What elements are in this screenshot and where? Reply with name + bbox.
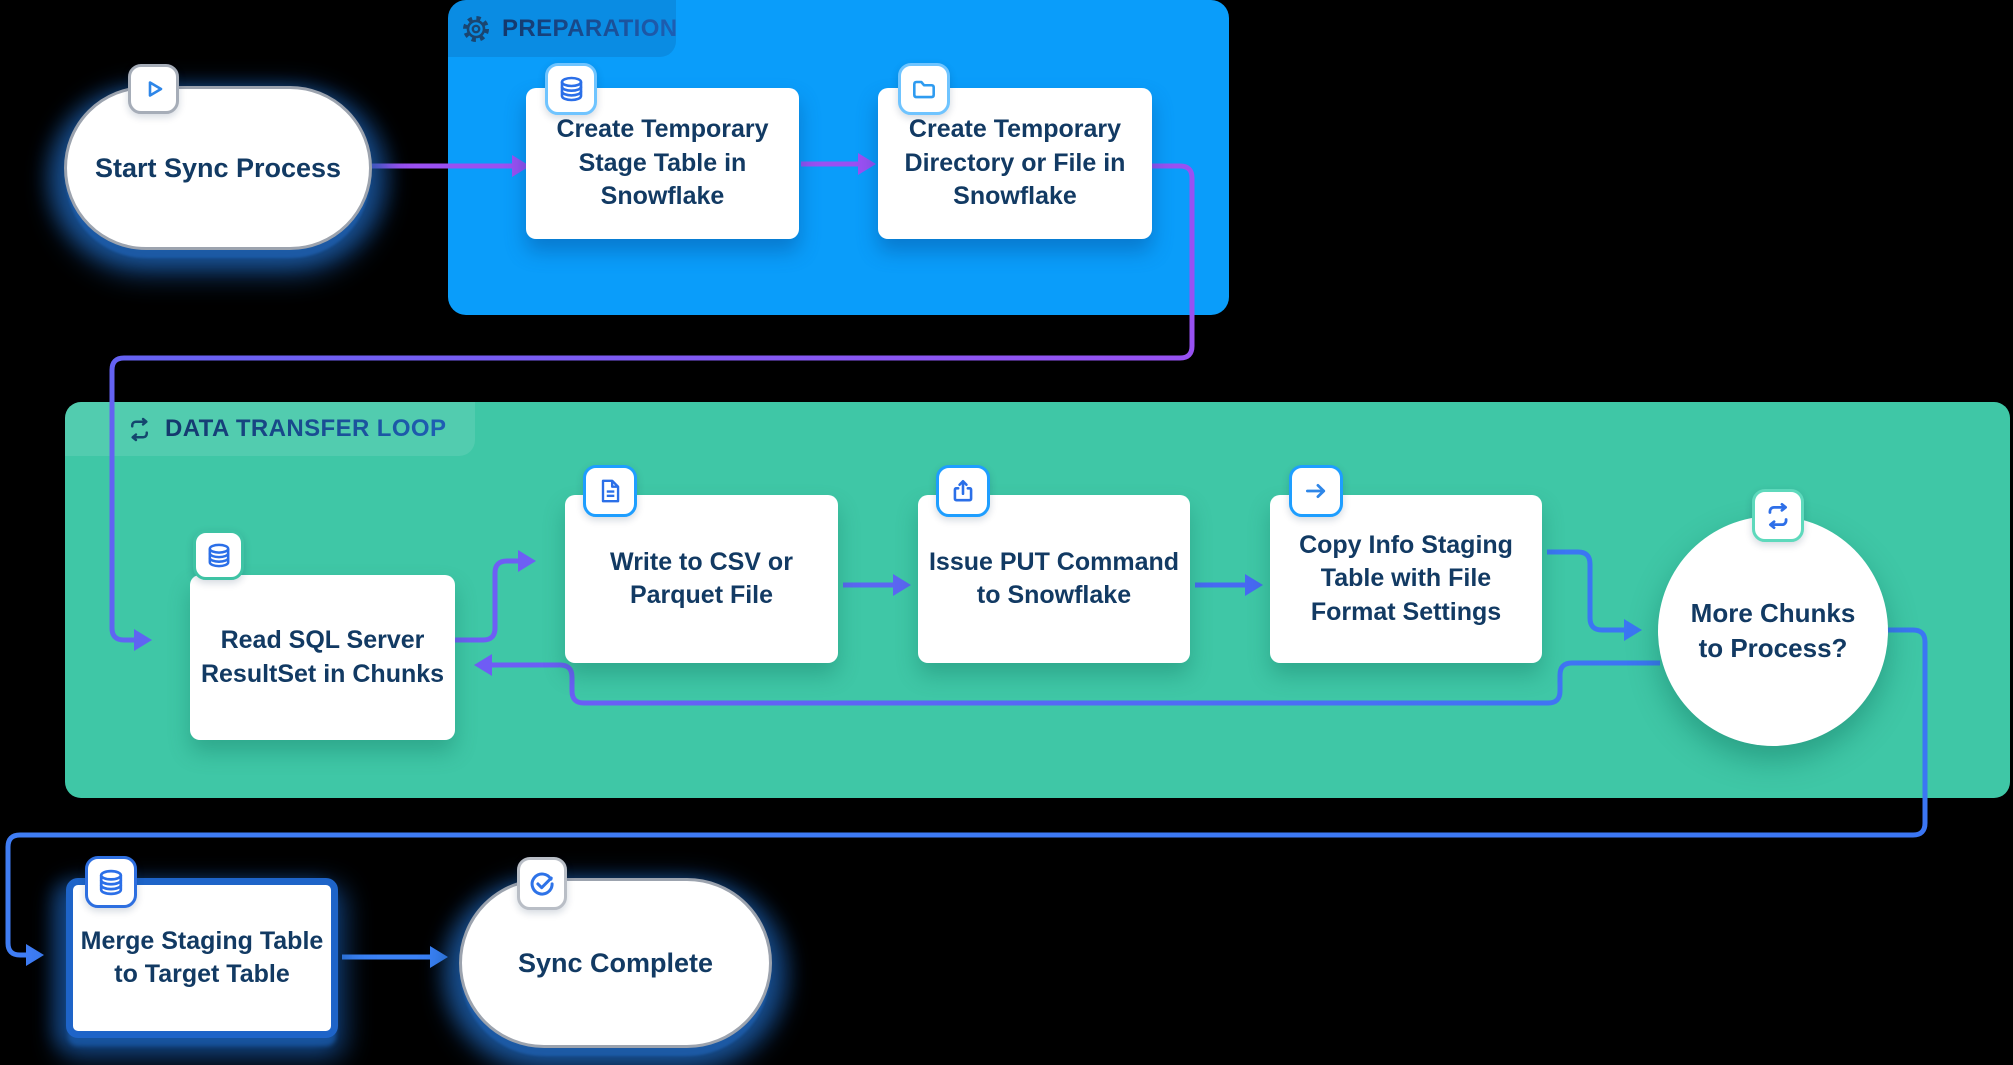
step-write-file: Write to CSV or Parquet File — [565, 495, 838, 663]
connector-loop-back — [492, 660, 1660, 706]
preparation-zone-label-band — [448, 0, 676, 57]
gear-icon — [463, 16, 489, 42]
data-transfer-loop-title: DATA TRANSFER LOOP — [165, 415, 447, 442]
step-label: Create Temporary Directory or File in Sn… — [904, 115, 1126, 211]
start-node: Start Sync Process — [64, 86, 372, 250]
complete-badge — [517, 857, 567, 910]
data-transfer-loop-label-band — [65, 402, 475, 456]
step-label: Read SQL Server ResultSet in Chunks — [200, 626, 445, 688]
data-transfer-loop-header: DATA TRANSFER LOOP — [126, 414, 446, 444]
start-badge — [128, 64, 179, 114]
start-node-label: Start Sync Process — [94, 152, 342, 183]
database-icon — [560, 76, 582, 102]
preparation-zone-title: PREPARATION — [502, 15, 678, 42]
arrow-right-icon — [1305, 484, 1326, 498]
loop-icon — [130, 417, 149, 441]
decision-label: More Chunks to Process? — [1690, 598, 1856, 663]
issue-put-badge — [936, 465, 990, 517]
connector-copy-to-decision — [1547, 549, 1624, 633]
file-icon — [601, 479, 620, 503]
step-copy-into-staging: Copy Info Staging Table with File Format… — [1270, 495, 1542, 663]
step-label: Write to CSV or Parquet File — [610, 547, 793, 610]
database-icon — [99, 869, 123, 895]
arrowheads — [26, 153, 1642, 968]
step-issue-put: Issue PUT Command to Snowflake — [918, 495, 1190, 663]
step-label: Issue PUT Command to Snowflake — [928, 547, 1180, 610]
step-read-chunks: Read SQL Server ResultSet in Chunks — [190, 575, 455, 740]
create-stage-badge — [545, 63, 597, 115]
step-label: Create Temporary Stage Table in Snowflak… — [556, 115, 769, 211]
folder-icon — [913, 80, 935, 99]
connector-directory-to-read — [109, 163, 1195, 643]
complete-node-label: Sync Complete — [517, 947, 714, 978]
play-icon — [148, 81, 162, 97]
preparation-zone-header: PREPARATION — [462, 13, 678, 45]
read-chunks-badge — [193, 530, 244, 580]
step-label: Copy Info Staging Table with File Format… — [1299, 530, 1513, 626]
create-directory-badge — [898, 63, 950, 115]
connector-decision-to-merge — [5, 627, 1928, 958]
decision-more-chunks: More Chunks to Process? — [1658, 516, 1888, 746]
copy-into-staging-badge — [1289, 465, 1343, 517]
connector-read-to-write — [455, 558, 518, 643]
decision-badge — [1752, 489, 1804, 542]
loop-icon — [1768, 502, 1788, 529]
upload-icon — [953, 480, 973, 502]
merge-staging-badge — [85, 856, 137, 908]
complete-node: Sync Complete — [459, 878, 772, 1048]
check-circle-icon — [530, 872, 554, 896]
database-icon — [208, 543, 229, 567]
step-label: Merge Staging Table to Target Table — [80, 926, 324, 989]
write-file-badge — [583, 465, 637, 517]
